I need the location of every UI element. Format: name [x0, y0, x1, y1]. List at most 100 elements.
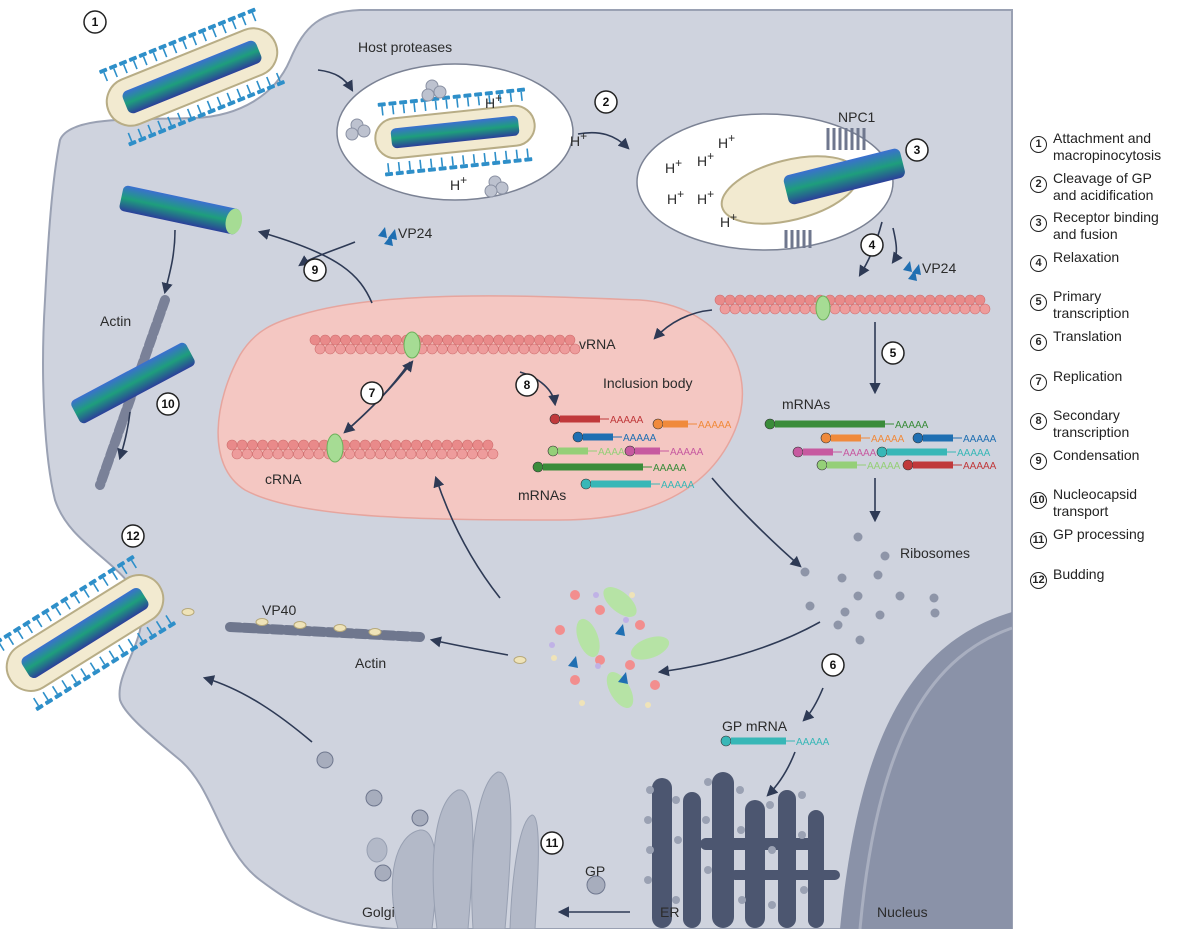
- vrna-label: vRNA: [579, 336, 616, 352]
- free-ribosomes: [800, 532, 940, 645]
- ribosome: [895, 591, 905, 601]
- step-number: 3: [914, 143, 921, 157]
- proton-label: H+: [667, 187, 684, 207]
- legend-number: 6: [1030, 333, 1047, 351]
- process-arrows: [117, 69, 903, 918]
- legend-item-12: 12 Budding: [1030, 566, 1195, 606]
- golgi-apparatus: [366, 771, 539, 929]
- mrna: AAAAA: [624, 445, 704, 458]
- ribosome: [800, 567, 810, 577]
- ribosome: [880, 551, 890, 561]
- mrna: AAAAA: [580, 478, 695, 491]
- proton-label: H+: [718, 131, 735, 151]
- proton-label: H+: [665, 156, 682, 176]
- ribosome: [855, 635, 865, 645]
- nucleocapsid-condensed: [119, 185, 243, 235]
- ribosome: [873, 570, 883, 580]
- endoplasmic-reticulum: [652, 772, 840, 928]
- step-number: 4: [869, 238, 876, 252]
- proton-labels: H+ H+ H+ H+ H+ H+ H+ H+ H+: [450, 91, 737, 230]
- mrna: AAAAA: [912, 432, 997, 445]
- legend-label: GP processing: [1053, 525, 1145, 542]
- mrna: AAAAA: [764, 418, 929, 431]
- legend-label: Replication: [1053, 367, 1123, 384]
- poly-a-tail: AAAAA: [598, 447, 632, 458]
- golgi-label: Golgi: [362, 904, 395, 920]
- poly-a-tail: AAAAA: [653, 463, 687, 474]
- proton-label: H+: [697, 149, 714, 169]
- polymerase-complex: [326, 295, 831, 463]
- step-number: 9: [312, 263, 319, 277]
- actin-filament-vp40: [225, 622, 425, 642]
- npc1-receptor: [784, 128, 866, 248]
- legend-label: Relaxation: [1053, 248, 1120, 265]
- legend-number: 1: [1030, 136, 1047, 153]
- mrna: AAAAA: [816, 459, 901, 472]
- virion-step3: [720, 148, 905, 225]
- legend-number: 12: [1030, 571, 1047, 589]
- legend-label: Nucleocapsid transport: [1053, 486, 1138, 520]
- npc1-label: NPC1: [838, 109, 876, 125]
- legend-item-5: 5 Primary transcription: [1030, 288, 1195, 328]
- step-number: 10: [161, 397, 175, 411]
- step-badge-6: 6: [821, 653, 845, 677]
- legend-number: 5: [1030, 294, 1047, 312]
- nucleus: [840, 612, 1012, 929]
- poly-a-tail: AAAAA: [670, 447, 704, 458]
- legend-label: Primary transcription: [1053, 288, 1130, 322]
- inclusion-body-label: Inclusion body: [603, 375, 693, 391]
- crna-strand: [226, 439, 499, 460]
- diagram-labels: Host proteases NPC1 VP24 VP24 Actin vRNA…: [100, 39, 970, 920]
- legend-label: Budding: [1053, 565, 1105, 582]
- poly-a-tail: AAAAA: [867, 461, 901, 472]
- poly-a-tail: AAAAA: [610, 415, 644, 426]
- proton-label: H+: [450, 173, 467, 193]
- mrna: AAAAA: [820, 432, 905, 445]
- step-badge-5: 5: [881, 341, 905, 365]
- step-number: 2: [603, 95, 610, 109]
- legend-label: Condensation: [1053, 446, 1140, 463]
- mrnas-label: mRNAs: [782, 396, 830, 412]
- poly-a-tail: AAAAA: [957, 448, 991, 459]
- er-ribosomes: [644, 778, 808, 909]
- legend-label: Cleavage of GP and acidification: [1053, 169, 1154, 203]
- ribosome: [930, 608, 940, 618]
- poly-a-tail: AAAAA: [963, 461, 997, 472]
- legend-label: Secondary transcription: [1053, 407, 1130, 441]
- vp24-label: VP24: [922, 260, 956, 276]
- mrna: AAAAA: [792, 446, 877, 459]
- poly-a-tail: AAAAA: [698, 420, 732, 431]
- ribosome: [837, 573, 847, 583]
- gp-label: GP: [585, 863, 605, 879]
- step-badge-7: 7: [360, 381, 384, 405]
- actin-label: Actin: [100, 313, 131, 329]
- vp24-protein: [378, 227, 921, 281]
- virion-step2: [374, 87, 536, 177]
- poly-a-tail: AAAAA: [843, 448, 877, 459]
- legend-number: 2: [1030, 175, 1047, 193]
- legend-item-10: 10 Nucleocapsid transport: [1030, 486, 1195, 526]
- mrna: AAAAA: [532, 461, 687, 474]
- ribosomes-label: Ribosomes: [900, 545, 970, 561]
- poly-a-tail: AAAAA: [895, 420, 929, 431]
- step-badge-4: 4: [860, 233, 884, 257]
- gp-mrna-label: GP mRNA: [722, 718, 788, 734]
- legend-item-2: 2 Cleavage of GP and acidification: [1030, 170, 1195, 210]
- proton-label: H+: [485, 91, 502, 111]
- nucleocapsid-on-actin: [71, 342, 195, 424]
- host-protease: [345, 79, 509, 198]
- step-badge-9: 9: [303, 258, 327, 282]
- mrnas-label: mRNAs: [518, 487, 566, 503]
- crna-label: cRNA: [265, 471, 302, 487]
- step-badge-1: 1: [83, 10, 107, 34]
- mrna: AAAAA: [572, 431, 657, 444]
- mrna: AAAAA: [652, 418, 732, 431]
- legend-number: 10: [1030, 492, 1047, 510]
- step-number: 8: [524, 378, 531, 392]
